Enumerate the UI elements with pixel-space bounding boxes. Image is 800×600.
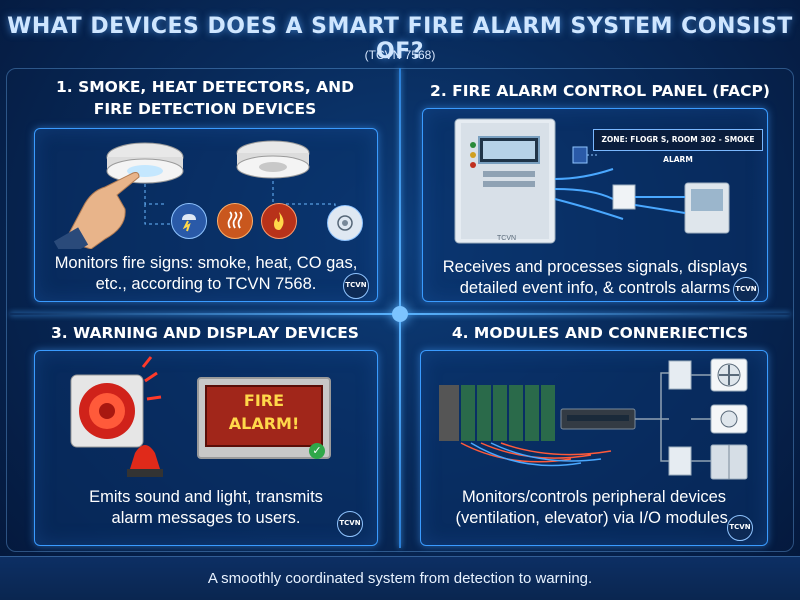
section-1-heading: 1. SMOKE, HEAT DETECTORS, AND FIRE DETEC… (20, 76, 390, 120)
siren-illustration (70, 356, 163, 477)
tcvn-badge: TCVN (343, 273, 369, 299)
detectors-illustration (53, 140, 336, 249)
section-3-heading: 3. WARNING AND DISPLAY DEVICES (51, 324, 359, 342)
footer-caption: A smoothly coordinated system from detec… (0, 556, 800, 600)
fire-alarm-display: FIRE ALARM! ✓ (197, 377, 331, 459)
facp-brand-label: TCVN (497, 235, 517, 242)
heat-icon (217, 203, 253, 239)
section-3-panel: FIRE ALARM! ✓ Emits sound and light, tra… (34, 350, 378, 546)
section-2-text-line1: Receives and processes signals, displays (442, 258, 748, 276)
section-2-panel: ZONE: FLOGR S, ROOM 302 - SMOKE ALARM TC… (422, 108, 768, 302)
section-3-description: Emits sound and light, transmits alarm m… (35, 487, 377, 529)
page-subtitle: (TCVN 7568) (364, 48, 436, 62)
section-4-heading: 4. MODULES AND CONNERIECTICS (451, 324, 749, 342)
fire-alarm-line1: FIRE (243, 391, 285, 410)
section-3-text-line2: alarm messages to users. (111, 509, 301, 527)
zone-display: ZONE: FLOGR S, ROOM 302 - SMOKE ALARM (593, 129, 763, 164)
section-2-heading: 2. FIRE ALARM CONTROL PANEL (FACP) (430, 82, 770, 100)
section-1-text-line1: Monitors fire signs: smoke, heat, CO gas… (54, 254, 358, 272)
section-1-panel: Monitors fire signs: smoke, heat, CO gas… (34, 128, 378, 302)
section-1-heading-line1: 1. SMOKE, HEAT DETECTORS, AND (56, 78, 354, 96)
page-title: WHAT DEVICES DOES A SMART FIRE ALARM SYS… (7, 14, 793, 64)
tcvn-badge: TCVN (733, 277, 759, 301)
section-4-text-line2: (ventilation, elevator) via I/O modules. (455, 509, 733, 527)
io-modules-illustration (439, 358, 748, 480)
flame-icon (261, 203, 297, 239)
tcvn-badge: TCVN (337, 511, 363, 537)
tcvn-badge: TCVN (727, 515, 753, 541)
fire-alarm-line2: ALARM! (228, 414, 300, 433)
smoke-gas-icon (327, 205, 363, 241)
section-3-text-line1: Emits sound and light, transmits (89, 488, 323, 506)
section-2-description: Receives and processes signals, displays… (423, 257, 767, 299)
section-4-description: Monitors/controls peripheral devices (ve… (421, 487, 767, 529)
section-1-heading-line2: FIRE DETECTION DEVICES (93, 100, 317, 118)
facp-illustration (454, 118, 730, 244)
section-4-panel: Monitors/controls peripheral devices (ve… (420, 350, 768, 546)
section-1-text-line2: etc., according to TCVN 7568. (95, 275, 317, 293)
storm-icon (171, 203, 207, 239)
section-1-description: Monitors fire signs: smoke, heat, CO gas… (35, 253, 377, 295)
check-icon: ✓ (309, 443, 325, 459)
section-2-text-line2: detailed event info, & controls alarms (459, 279, 731, 297)
center-node (392, 306, 408, 322)
section-4-text-line1: Monitors/controls peripheral devices (461, 488, 727, 506)
